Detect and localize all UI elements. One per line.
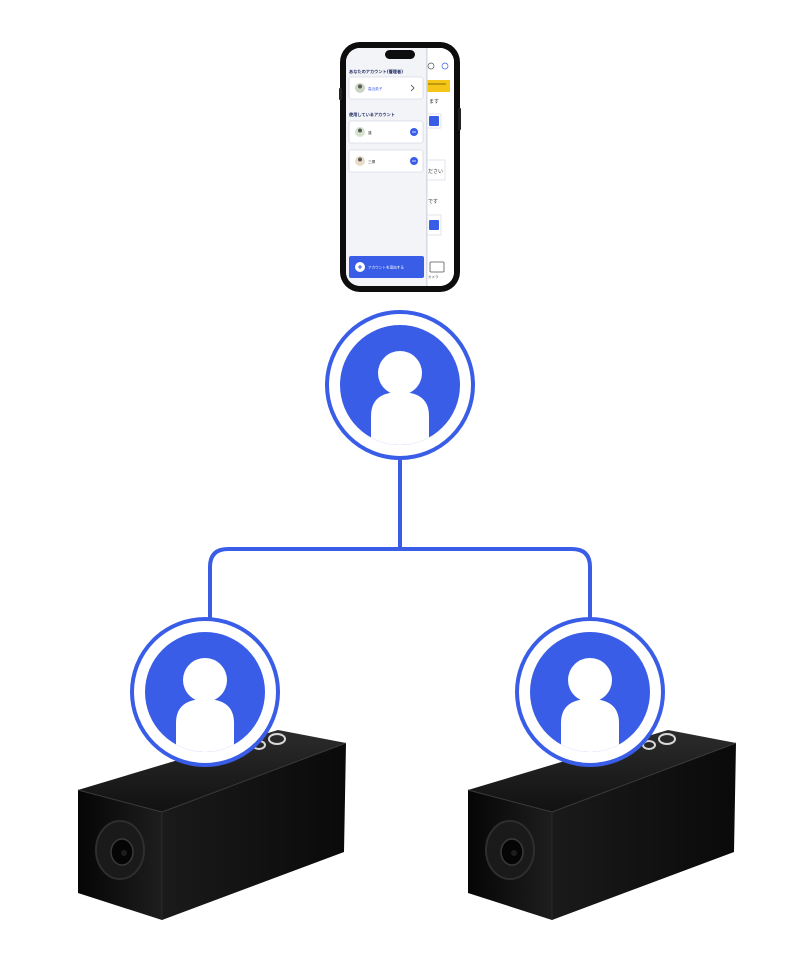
child-user-avatar-icon-right xyxy=(515,617,665,767)
camera-tab-icon xyxy=(429,261,445,273)
add-account-label: アカウントを追加する xyxy=(368,265,404,270)
account-2-name: 三郷 xyxy=(368,159,376,164)
account-1-name: 蓮 xyxy=(368,130,372,135)
bg-fragment-1: ます xyxy=(429,99,439,105)
section-used-accounts: 使用しているアカウント xyxy=(348,111,395,118)
child-user-avatar-icon-left xyxy=(130,617,280,767)
phone-notch xyxy=(385,50,415,59)
owner-account-card[interactable]: 高近英子 xyxy=(348,76,424,100)
account-card-2[interactable]: 三郷 xyxy=(348,149,424,173)
parent-user-avatar-icon xyxy=(325,310,475,460)
phone-side-button xyxy=(458,108,461,130)
account-card-1[interactable]: 蓮 xyxy=(348,120,424,144)
settings-icon xyxy=(441,62,449,70)
phone-volume-button xyxy=(339,88,342,100)
owner-name: 高近英子 xyxy=(368,86,383,91)
highlight-badge xyxy=(426,80,450,92)
bell-icon xyxy=(427,62,435,70)
bg-button-2 xyxy=(429,220,439,230)
bg-fragment-2: ださい xyxy=(428,168,443,175)
smartphone: ます ださい です カメラ あなたのアカウント(管理者) 高近英子 xyxy=(339,42,461,292)
chevron-right-icon xyxy=(410,84,415,92)
bottom-tab-label: カメラ xyxy=(428,274,439,279)
camera-device-left xyxy=(77,730,347,920)
section-your-account: あなたのアカウント(管理者) xyxy=(349,68,403,75)
camera-led xyxy=(658,733,676,745)
add-account-button[interactable]: アカウントを追加する xyxy=(349,256,424,278)
bg-fragment-3: です xyxy=(428,199,438,205)
bg-button-1 xyxy=(429,116,439,126)
camera-led xyxy=(268,733,286,745)
tree-connector xyxy=(208,453,592,630)
camera-device-right xyxy=(467,730,737,920)
